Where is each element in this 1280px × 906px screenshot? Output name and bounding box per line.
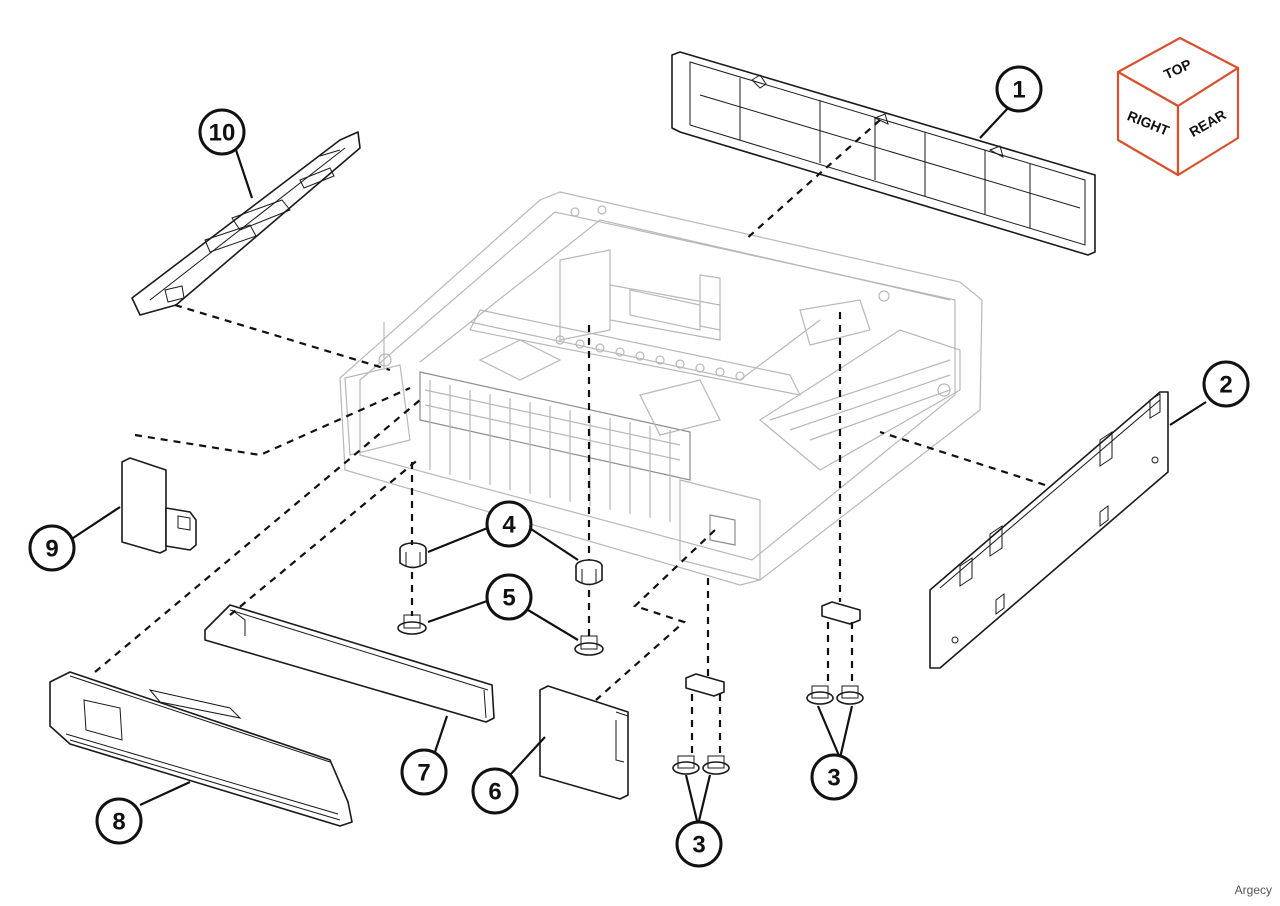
tray-frame [339,191,983,586]
callout-8: 8 [95,797,143,845]
callout-3-right: 3 [810,753,858,801]
assembly-leaders [94,119,1046,756]
part-4-foot-left [399,542,427,569]
part-10-left-rail [131,131,361,316]
callout-7: 7 [400,748,448,796]
callout-4-label: 4 [502,512,516,539]
part-4-foot-right [575,559,603,586]
callout-2: 2 [1202,360,1250,408]
part-3-caster-set-center [672,673,730,775]
callout-6-label: 6 [488,779,501,806]
part-5-pad-right [574,635,604,656]
callout-8-label: 8 [112,809,125,836]
callout-5: 5 [485,573,533,621]
part-2-right-cover [929,391,1169,669]
callout-3-center-label: 3 [692,832,705,859]
part-3-caster-set-right [806,601,864,705]
callout-1: 1 [995,65,1043,113]
part-7-long-bar [204,604,495,723]
part-1-rear-cover [671,51,1096,256]
callout-9-label: 9 [45,536,58,563]
callout-6: 6 [471,767,519,815]
orientation-cube: TOP RIGHT REAR [1116,36,1240,177]
watermark: Argecy [1234,883,1272,897]
callout-9: 9 [28,524,76,572]
callout-1-label: 1 [1012,77,1025,104]
part-9-bracket [121,457,197,554]
callout-10: 10 [198,108,246,156]
callout-7-label: 7 [417,760,430,787]
callout-5-label: 5 [502,585,515,612]
callout-10-label: 10 [209,120,236,147]
callout-2-label: 2 [1219,372,1232,399]
part-5-pad-left [397,614,427,635]
part-8-front-cover [49,671,353,827]
callout-3-right-label: 3 [827,765,840,792]
callout-lines [69,107,1207,826]
part-6-panel [539,685,629,800]
callout-3-center: 3 [675,820,723,868]
callout-4: 4 [485,500,533,548]
